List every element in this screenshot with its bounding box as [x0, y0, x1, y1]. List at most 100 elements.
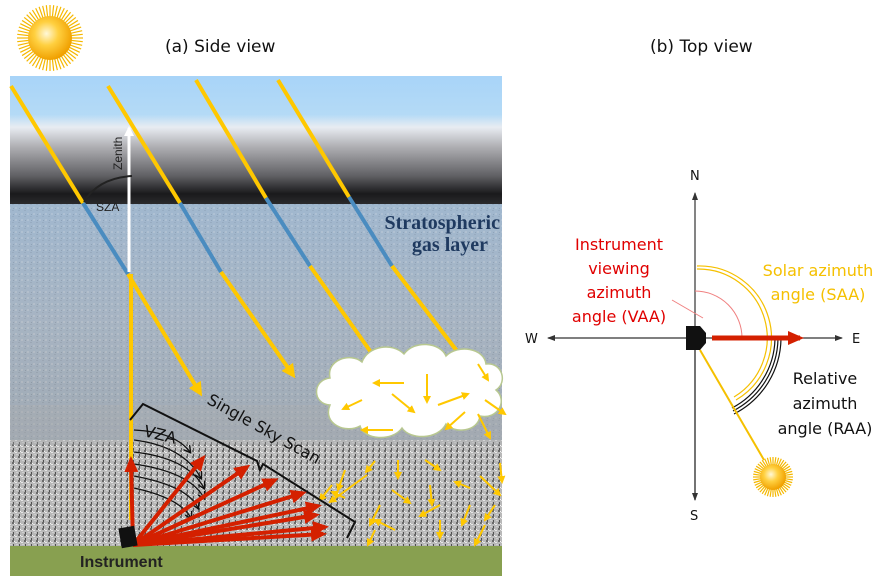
scatter-arrow — [479, 475, 502, 497]
svg-text:Instrument: Instrument — [575, 235, 663, 254]
sun-ray-spike — [17, 41, 31, 46]
east-label: E — [852, 332, 860, 347]
west-label: W — [525, 332, 538, 347]
sun-ray-spike — [754, 481, 763, 486]
sun-ray-spike — [761, 486, 768, 495]
svg-text:Relative: Relative — [793, 369, 858, 388]
sun-ray-spike — [766, 488, 771, 497]
ground — [10, 546, 502, 576]
scatter-arrow — [460, 504, 471, 527]
sun-ray — [9, 84, 85, 205]
zenith-label: Zenith — [111, 137, 125, 170]
sun-ray-spike — [28, 11, 38, 23]
sun-ray-spike — [775, 457, 780, 466]
sun-ray-spike — [17, 33, 31, 37]
scatter-arrow — [366, 529, 376, 547]
scatter-arrow — [336, 469, 346, 492]
sun-ray-spike — [783, 468, 792, 473]
svg-text:Solar azimuth: Solar azimuth — [763, 261, 874, 280]
sun-ray-spike — [68, 26, 82, 32]
sun-ray — [390, 264, 462, 357]
sun-ray-spike — [65, 16, 77, 26]
sun-ray-spike — [757, 463, 765, 470]
sun-ray-spike — [69, 41, 83, 46]
scatter-arrow — [364, 460, 376, 474]
sun-ray-spike — [784, 470, 793, 475]
sun-ray-spike — [42, 57, 47, 71]
sun-ray-spike — [784, 473, 793, 476]
sun-ray-spike — [20, 46, 33, 53]
sun-ray-spike — [45, 57, 49, 71]
sun-ray-spike — [766, 457, 771, 466]
sun-ray-spike — [65, 50, 77, 60]
sun-ray-spike — [755, 465, 764, 472]
sun-ray-spike — [63, 14, 74, 25]
scatter-arrow — [477, 413, 491, 440]
svg-text:angle (VAA): angle (VAA) — [572, 307, 666, 326]
sun-ray-spike — [35, 8, 42, 21]
sun-ray-spike — [26, 51, 37, 62]
scatter-arrow — [484, 399, 507, 416]
sun-ray-spike — [69, 39, 83, 43]
instrument-icon — [118, 525, 138, 549]
vaa-label: Instrument viewing azimuth angle (VAA) — [572, 235, 666, 326]
sun-ray-spike — [769, 457, 772, 466]
scatter-arrow — [424, 459, 442, 472]
sun-ray — [308, 264, 382, 367]
sun-ray — [126, 272, 203, 397]
sun-ray-spike — [761, 459, 768, 468]
viewing-arrow — [132, 478, 279, 547]
sun-ray-spike — [51, 5, 55, 19]
sun-ray-spike — [23, 50, 35, 60]
sun-ray-spike — [53, 5, 58, 19]
sun-ray-spike — [764, 458, 769, 467]
svg-text:azimuth: azimuth — [793, 394, 858, 413]
sun-ray — [219, 270, 296, 379]
sun-ray-spike — [781, 463, 789, 470]
south-label: S — [690, 509, 698, 524]
sun-ray-spike — [26, 14, 37, 25]
sun-ray-spike — [783, 481, 792, 486]
sun-ray-spike — [69, 30, 83, 35]
cloud — [315, 343, 504, 439]
sun-ray-spike — [53, 57, 58, 71]
sun-ray-spike — [17, 30, 31, 35]
sun-ray-spike — [31, 54, 40, 67]
sun-ray-spike — [42, 5, 47, 19]
sun-ray-spike — [782, 465, 791, 472]
solar-direction-line — [699, 349, 765, 461]
scatter-arrow — [330, 490, 346, 499]
sun-ray-spike — [17, 39, 31, 43]
sun-ray-spike — [777, 487, 782, 496]
sun-ray-spike — [780, 461, 787, 469]
sun-ray-spike — [68, 44, 82, 50]
sun-ray-spike — [67, 46, 80, 53]
scatter-arrow — [318, 484, 333, 502]
sun-ray-spike — [67, 23, 80, 30]
viewing-arrow — [132, 527, 327, 547]
absorbed-ray-segment — [81, 201, 130, 276]
scatter-arrow — [453, 480, 471, 489]
sun-ray — [194, 78, 268, 200]
sun-ray-spike — [753, 470, 762, 475]
sun-ray-spike — [63, 51, 74, 62]
sun-ray-spike — [753, 478, 762, 481]
sun-ray-spike — [757, 484, 765, 491]
sun-ray-spike — [774, 488, 777, 497]
cloud-scatter-arrows — [341, 363, 507, 440]
north-label: N — [690, 169, 700, 184]
sun-ray — [276, 78, 351, 199]
sun-ray-spike — [764, 487, 769, 496]
sun-ray-spike — [20, 23, 33, 30]
sun-ray-spike — [753, 473, 762, 476]
scatter-arrow — [444, 411, 466, 431]
sun-ray-spike — [31, 9, 40, 22]
sza-label: SZA — [96, 200, 119, 214]
sun-ray-spike — [781, 484, 789, 491]
sun-ray-spike — [66, 48, 79, 57]
sun-ray-spike — [778, 459, 785, 468]
sun-ray-spike — [18, 44, 32, 50]
sun-ray-spike — [56, 6, 62, 20]
svg-text:azimuth: azimuth — [587, 283, 652, 302]
